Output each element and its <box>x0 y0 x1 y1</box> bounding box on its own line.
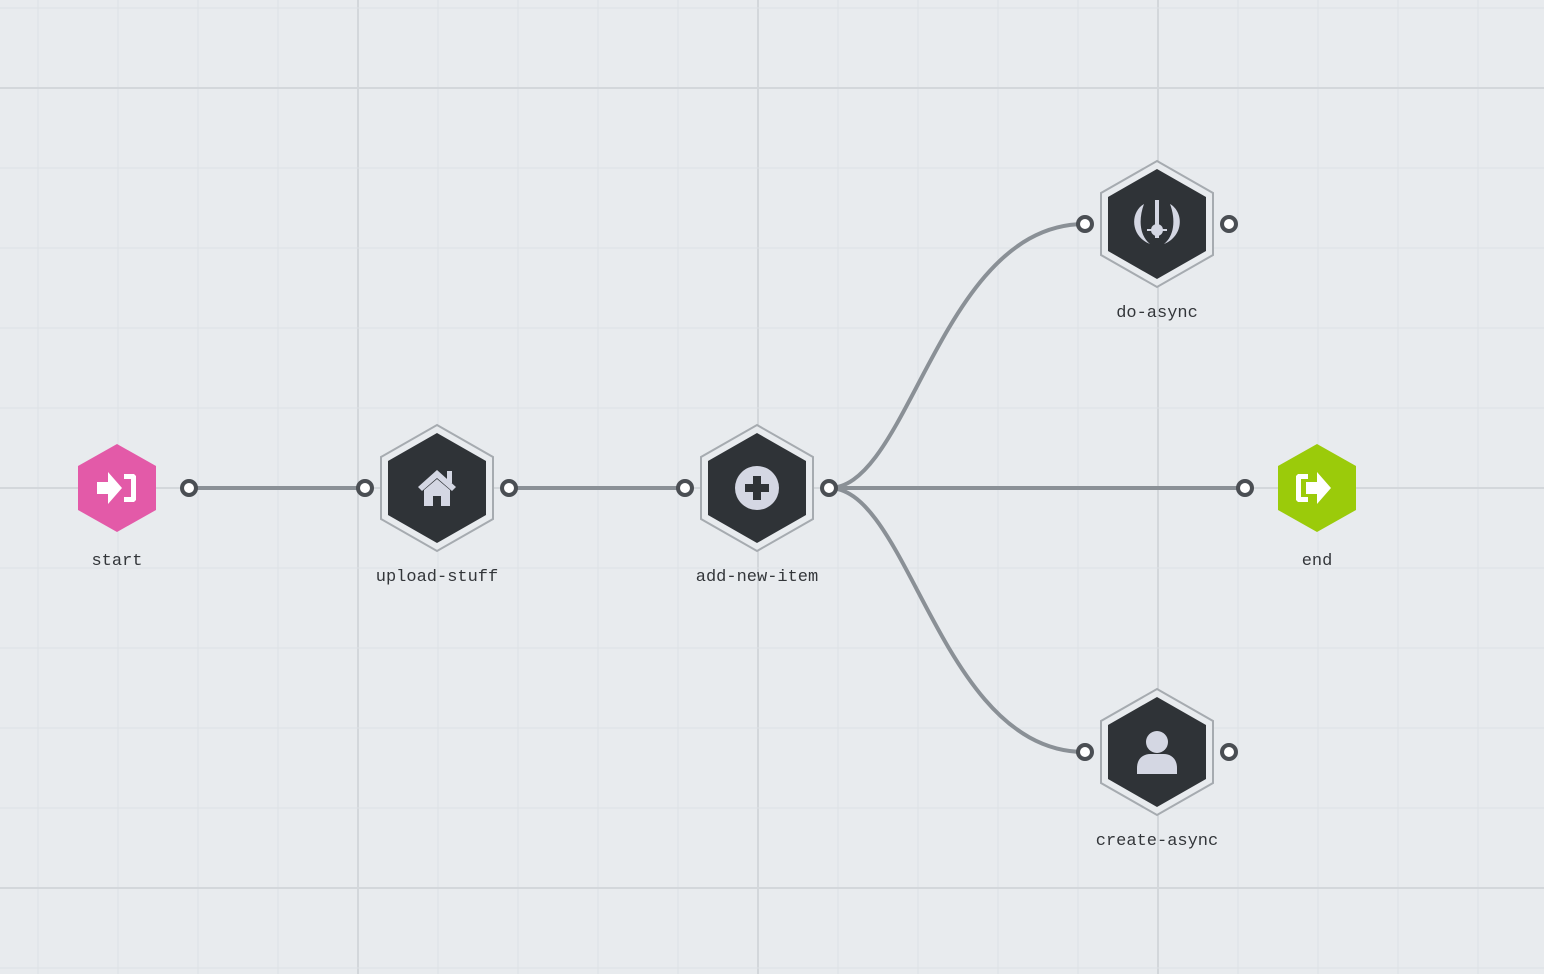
sign-in-icon <box>97 472 136 504</box>
edge-add-new-item-to-do-async[interactable] <box>827 222 1087 490</box>
input-port-create-async[interactable] <box>1076 743 1094 761</box>
edge-add-new-item-to-create-async[interactable] <box>827 486 1087 754</box>
input-port-add-new-item[interactable] <box>676 479 694 497</box>
plus-circle-icon <box>735 466 779 510</box>
node-end[interactable]: end <box>1278 444 1356 571</box>
node-upload-stuff[interactable]: upload-stuff <box>376 423 498 587</box>
sign-out-icon <box>1296 472 1331 504</box>
input-port-end[interactable] <box>1236 479 1254 497</box>
node-label-do-async: do-async <box>1116 304 1198 323</box>
edge-layer <box>187 222 1247 754</box>
node-start[interactable]: start <box>78 444 156 571</box>
input-port-upload-stuff[interactable] <box>356 479 374 497</box>
output-port-upload-stuff[interactable] <box>500 479 518 497</box>
home-icon <box>418 470 456 506</box>
user-icon <box>1137 731 1177 774</box>
input-port-do-async[interactable] <box>1076 215 1094 233</box>
node-do-async[interactable]: do-async <box>1100 159 1214 323</box>
node-label-end: end <box>1302 552 1333 571</box>
node-label-upload-stuff: upload-stuff <box>376 568 498 587</box>
output-port-start[interactable] <box>180 479 198 497</box>
node-label-add-new-item: add-new-item <box>696 568 818 587</box>
output-port-add-new-item[interactable] <box>820 479 838 497</box>
node-add-new-item[interactable]: add-new-item <box>696 423 818 587</box>
node-label-start: start <box>91 552 142 571</box>
node-label-create-async: create-async <box>1096 832 1218 851</box>
jedi-order-icon <box>1134 200 1180 244</box>
node-create-async[interactable]: create-async <box>1096 687 1218 851</box>
output-port-do-async[interactable] <box>1220 215 1238 233</box>
output-port-create-async[interactable] <box>1220 743 1238 761</box>
